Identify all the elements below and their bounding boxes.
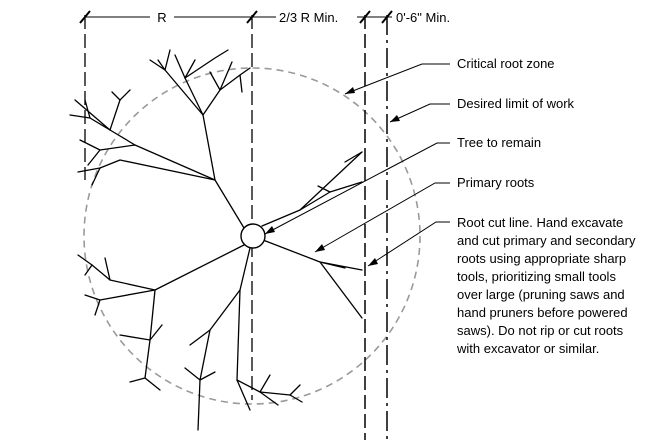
critical-root-zone-circle bbox=[83, 67, 421, 405]
offset-label: 0'-6" Min. bbox=[396, 10, 450, 25]
root-cut-note-line: roots using appropriate sharp bbox=[457, 251, 626, 266]
arrow-heads bbox=[265, 87, 400, 266]
root-cut-note-line: Root cut line. Hand excavate bbox=[457, 215, 623, 230]
tree-roots bbox=[69, 49, 363, 431]
root-cut-note-line: tools, prioritizing small tools bbox=[457, 269, 616, 284]
tree-trunk bbox=[240, 223, 266, 249]
root-cut-note-line: hand pruners before powered bbox=[457, 305, 628, 320]
primary-roots-label: Primary roots bbox=[457, 175, 535, 190]
tree-to-remain-label: Tree to remain bbox=[457, 135, 541, 150]
root-cut-note-line: with excavator or similar. bbox=[456, 341, 599, 356]
leader-critical-root-zone bbox=[344, 63, 450, 95]
two-thirds-r-label: 2/3 R Min. bbox=[279, 10, 338, 25]
desired-limit-label: Desired limit of work bbox=[457, 96, 575, 111]
leader-lines bbox=[264, 63, 450, 267]
leader-root-cut-line bbox=[367, 221, 450, 267]
root-cut-note-line: over large (pruning saws and bbox=[457, 287, 625, 302]
leader-tree-to-remain bbox=[264, 142, 450, 235]
dimension-string bbox=[79, 10, 393, 24]
leader-primary-roots bbox=[314, 182, 450, 253]
leader-desired-limit bbox=[389, 103, 450, 123]
critical-root-zone-label: Critical root zone bbox=[457, 56, 555, 71]
root-cut-note: Root cut line. Hand excavate and cut pri… bbox=[456, 215, 639, 356]
radius-dimension-label: R bbox=[157, 10, 166, 25]
root-cut-note-line: and cut primary and secondary bbox=[457, 233, 636, 248]
root-cut-note-line: saws). Do not rip or cut roots bbox=[457, 323, 624, 338]
